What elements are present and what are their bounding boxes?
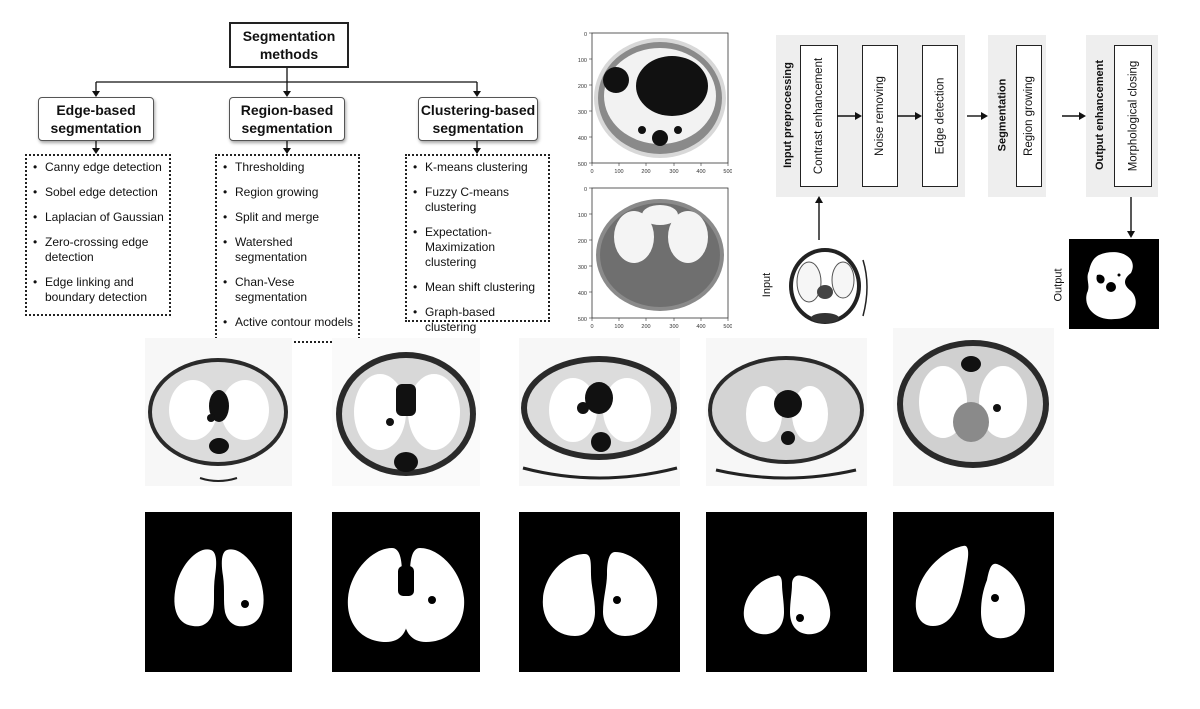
pipeline-arrows <box>815 112 1135 240</box>
tick-label: 0 <box>590 324 593 330</box>
region-based-methods-list: Thresholding Region growing Split and me… <box>215 154 360 343</box>
list-item: Zero-crossing edge detection <box>27 235 169 265</box>
tick-label: 0 <box>584 32 587 38</box>
list-item: Thresholding <box>217 160 358 175</box>
category-edge-based: Edge-based segmentation <box>38 97 154 141</box>
tick-label: 200 <box>641 169 650 175</box>
ct-scan-3 <box>519 338 680 486</box>
output-label: Output <box>1053 268 1065 302</box>
input-ct-image <box>779 240 871 328</box>
tick-label: 100 <box>614 324 623 330</box>
ct-plot-bottom: 0 100 200 300 400 500 0 100 200 300 400 … <box>578 187 732 330</box>
tick-label: 500 <box>723 324 732 330</box>
ct-scan-5 <box>893 328 1054 486</box>
step-contrast-enhancement: Contrast enhancement <box>800 45 838 187</box>
tick-label: 500 <box>578 162 587 168</box>
list-item: Fuzzy C-means clustering <box>407 185 548 215</box>
tick-label: 500 <box>578 317 587 323</box>
tick-label: 500 <box>723 169 732 175</box>
lung-mask-2 <box>332 512 480 672</box>
tick-label: 200 <box>578 84 587 90</box>
ct-scan-4 <box>706 338 867 486</box>
tick-label: 300 <box>669 169 678 175</box>
list-item: K-means clustering <box>407 160 548 175</box>
tick-label: 100 <box>578 58 587 64</box>
category-clustering-based: Clustering-based segmentation <box>418 97 538 141</box>
tick-label: 0 <box>590 169 593 175</box>
ct-scan-2 <box>332 338 480 486</box>
tick-label: 400 <box>578 136 587 142</box>
list-item: Watershed segmentation <box>217 235 358 265</box>
list-item: Active contour models <box>217 315 358 330</box>
segmentation-methods-root: Segmentation methods <box>229 22 349 68</box>
tick-label: 300 <box>669 324 678 330</box>
list-item: Edge linking and boundary detection <box>27 275 169 305</box>
step-edge-detection: Edge detection <box>922 45 958 187</box>
input-label: Input <box>761 272 773 298</box>
tick-label: 400 <box>696 169 705 175</box>
list-item: Expectation-Maximization clustering <box>407 225 548 270</box>
taxonomy-connectors <box>92 66 481 154</box>
clustering-based-methods-list: K-means clustering Fuzzy C-means cluster… <box>405 154 550 334</box>
list-item: Canny edge detection <box>27 160 169 175</box>
tick-label: 200 <box>641 324 650 330</box>
lung-mask-1 <box>145 512 292 672</box>
list-item: Laplacian of Gaussian <box>27 210 169 225</box>
list-item: Sobel edge detection <box>27 185 169 200</box>
list-item: Mean shift clustering <box>407 280 548 295</box>
tick-label: 300 <box>578 265 587 271</box>
tick-label: 100 <box>614 169 623 175</box>
list-item: Graph-based clustering <box>407 305 548 335</box>
lung-mask-5 <box>893 512 1054 672</box>
tick-label: 0 <box>584 187 587 193</box>
step-noise-removing: Noise removing <box>862 45 898 187</box>
step-region-growing: Region growing <box>1016 45 1042 187</box>
tick-label: 400 <box>578 291 587 297</box>
tick-label: 300 <box>578 110 587 116</box>
list-item: Split and merge <box>217 210 358 225</box>
ct-plot-top: 0 100 200 300 400 500 0 100 200 300 400 … <box>578 32 732 175</box>
list-item: Chan-Vese segmentation <box>217 275 358 305</box>
tick-label: 200 <box>578 239 587 245</box>
ct-scan-1 <box>145 338 292 486</box>
tick-label: 100 <box>578 213 587 219</box>
list-item: Region growing <box>217 185 358 200</box>
lung-mask-4 <box>706 512 867 672</box>
edge-based-methods-list: Canny edge detection Sobel edge detectio… <box>25 154 171 316</box>
output-mask-image <box>1069 239 1159 329</box>
category-region-based: Region-based segmentation <box>229 97 345 141</box>
step-morphological-closing: Morphological closing <box>1114 45 1152 187</box>
tick-label: 400 <box>696 324 705 330</box>
lung-mask-3 <box>519 512 680 672</box>
